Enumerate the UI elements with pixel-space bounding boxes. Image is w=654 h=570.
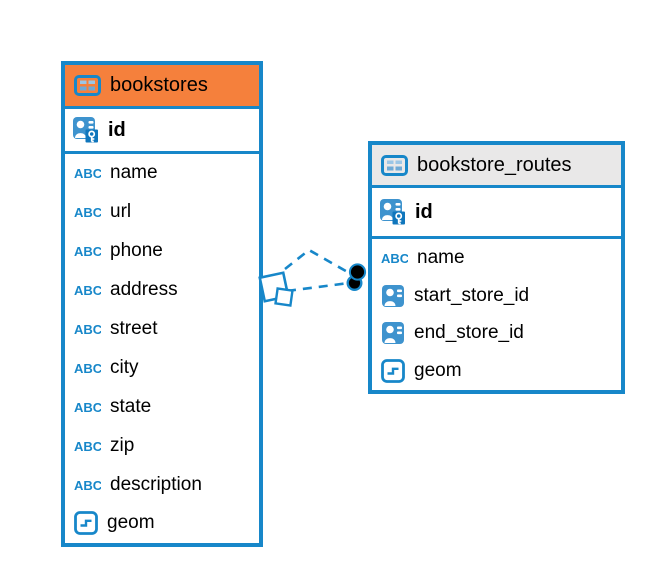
person-reference-icon xyxy=(381,284,405,308)
geometry-icon xyxy=(381,359,405,384)
column-name: start_store_id xyxy=(414,284,530,306)
column-name: zip xyxy=(110,434,135,456)
text-abc-icon: ABC xyxy=(74,321,101,337)
svg-text:ABC: ABC xyxy=(381,251,408,266)
table-title: bookstores xyxy=(110,74,208,96)
relationship-connector-lower[interactable] xyxy=(286,281,350,293)
svg-text:ABC: ABC xyxy=(74,439,101,454)
column-row[interactable]: end_store_id xyxy=(372,315,621,353)
svg-text:ABC: ABC xyxy=(74,361,101,376)
person-reference-icon xyxy=(381,321,405,345)
column-row[interactable]: ABC street xyxy=(65,310,259,349)
column-row[interactable]: start_store_id xyxy=(372,277,621,315)
relationship-dot-marker xyxy=(346,263,367,292)
svg-text:ABC: ABC xyxy=(74,166,101,181)
column-row[interactable]: ABC city xyxy=(65,348,259,387)
table-icon xyxy=(381,154,408,176)
geometry-icon xyxy=(74,511,98,536)
column-name: state xyxy=(110,395,152,417)
column-name: name xyxy=(417,246,465,268)
text-abc-icon: ABC xyxy=(74,477,101,493)
column-row-primary-key[interactable]: id xyxy=(65,109,259,154)
primary-key-icon xyxy=(379,198,407,227)
text-abc-icon: ABC xyxy=(74,282,101,298)
relationship-diamond-marker xyxy=(258,271,294,307)
svg-text:ABC: ABC xyxy=(74,478,101,493)
column-row[interactable]: ABC phone xyxy=(65,232,259,271)
text-abc-icon: ABC xyxy=(74,438,101,454)
table-title: bookstore_routes xyxy=(417,153,572,176)
table-icon xyxy=(74,75,101,96)
column-row[interactable]: ABC zip xyxy=(65,426,259,465)
column-name: name xyxy=(110,162,158,184)
entity-table-bookstore-routes[interactable]: bookstore_routes id ABC xyxy=(368,141,625,394)
column-name: geom xyxy=(414,360,462,382)
relationship-connector-upper[interactable] xyxy=(284,248,352,276)
column-row[interactable]: geom xyxy=(372,352,621,390)
column-name: id xyxy=(108,118,126,141)
column-row[interactable]: ABC name xyxy=(372,239,621,277)
text-abc-icon: ABC xyxy=(74,165,101,181)
column-row-primary-key[interactable]: id xyxy=(372,188,621,239)
svg-text:ABC: ABC xyxy=(74,400,101,415)
column-row[interactable]: ABC name xyxy=(65,154,259,193)
text-abc-icon: ABC xyxy=(74,360,101,376)
entity-table-bookstores[interactable]: bookstores id ABC xyxy=(61,61,263,547)
text-abc-icon: ABC xyxy=(74,243,101,259)
column-name: url xyxy=(110,201,132,223)
svg-text:ABC: ABC xyxy=(74,244,101,259)
column-row[interactable]: ABC description xyxy=(65,465,259,504)
column-name: geom xyxy=(107,512,155,534)
svg-text:ABC: ABC xyxy=(74,322,101,337)
text-abc-icon: ABC xyxy=(381,250,408,266)
primary-key-icon xyxy=(72,116,100,145)
text-abc-icon: ABC xyxy=(74,204,101,220)
column-row[interactable]: ABC url xyxy=(65,193,259,232)
column-row[interactable]: ABC address xyxy=(65,271,259,310)
column-row[interactable]: ABC state xyxy=(65,387,259,426)
column-name: street xyxy=(110,318,158,339)
column-name: end_store_id xyxy=(414,322,524,344)
column-name: address xyxy=(110,279,178,301)
column-row[interactable]: geom xyxy=(65,504,259,543)
svg-text:ABC: ABC xyxy=(74,205,101,220)
column-name: description xyxy=(110,473,202,495)
table-header-bookstores[interactable]: bookstores xyxy=(65,65,259,109)
text-abc-icon: ABC xyxy=(74,399,101,415)
column-name: id xyxy=(415,200,433,223)
table-header-bookstore-routes[interactable]: bookstore_routes xyxy=(372,145,621,188)
column-name: phone xyxy=(110,240,163,262)
column-name: city xyxy=(110,356,139,378)
svg-text:ABC: ABC xyxy=(74,283,101,298)
